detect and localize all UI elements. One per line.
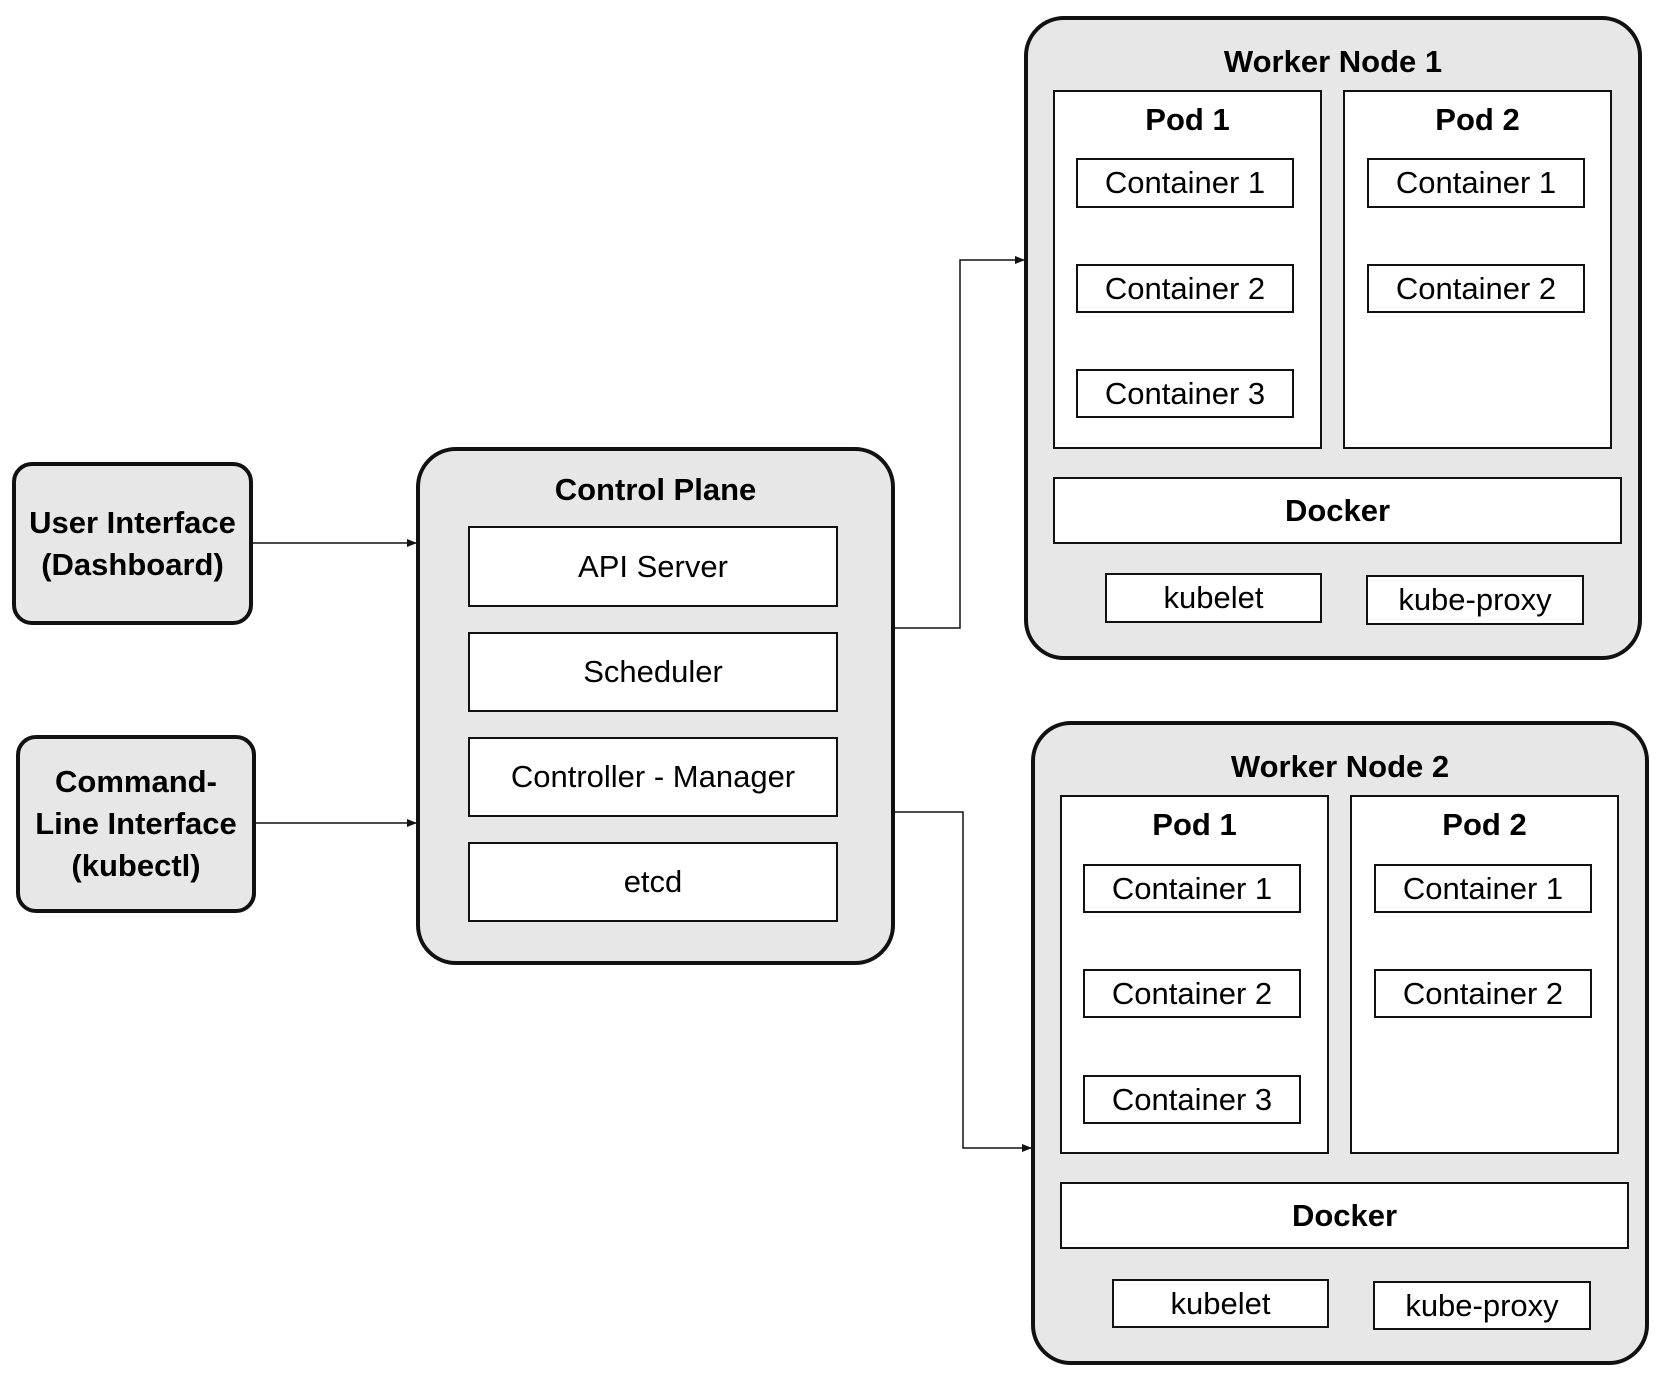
worker-node-1-pod-2-title: Pod 2: [1435, 102, 1520, 137]
worker-node-1-pod-1-container-3: Container 3: [1076, 369, 1294, 418]
worker-node-1-pod-2-container-1: Container 1: [1367, 158, 1585, 208]
worker-node-2-pod-2-container-1: Container 1: [1374, 864, 1592, 913]
controller-manager: Controller - Manager: [468, 737, 838, 817]
worker-node-2-pod-1-title: Pod 1: [1152, 807, 1237, 842]
worker-node-1-title: Worker Node 1: [1223, 44, 1443, 79]
worker-node-2-pod-1-container-2: Container 2: [1083, 969, 1301, 1018]
worker-node-1-kubelet: kubelet: [1105, 573, 1322, 623]
scheduler: Scheduler: [468, 632, 838, 712]
worker-node-2-pod-2-title: Pod 2: [1442, 807, 1527, 842]
worker-node-2-kube-proxy: kube-proxy: [1373, 1281, 1591, 1330]
worker-node-2-kubelet: kubelet: [1112, 1279, 1329, 1328]
worker-node-2-pod-1-container-1: Container 1: [1083, 864, 1301, 913]
worker-node-1-pod-2-container-2: Container 2: [1367, 264, 1585, 313]
worker-node-2-pod-2-container-2: Container 2: [1374, 969, 1592, 1018]
user-interface-label: User Interface (Dashboard): [29, 504, 236, 582]
worker-node-1-kube-proxy: kube-proxy: [1366, 575, 1584, 625]
command-line-interface-label: Command-Line Interface (kubectl): [35, 764, 237, 883]
worker-node-2-docker: Docker: [1060, 1182, 1629, 1249]
etcd: etcd: [468, 842, 838, 922]
api-server: API Server: [468, 526, 838, 607]
worker-node-1-docker: Docker: [1053, 477, 1622, 544]
worker-node-1-pod-1-title: Pod 1: [1145, 102, 1230, 137]
worker-node-2-title: Worker Node 2: [1230, 749, 1450, 784]
user-interface-dashboard: User Interface (Dashboard): [12, 462, 253, 625]
control-plane-to-worker1-arrow: [895, 256, 1025, 629]
worker-node-1-pod-1-container-2: Container 2: [1076, 264, 1294, 313]
worker-node-2-pod-1-container-3: Container 3: [1083, 1075, 1301, 1124]
control-plane-title: Control Plane: [554, 472, 757, 507]
control-plane-to-worker2-arrow: [895, 811, 1032, 1152]
command-line-interface-kubectl: Command-Line Interface (kubectl): [16, 735, 256, 913]
worker-node-1-pod-1-container-1: Container 1: [1076, 158, 1294, 208]
